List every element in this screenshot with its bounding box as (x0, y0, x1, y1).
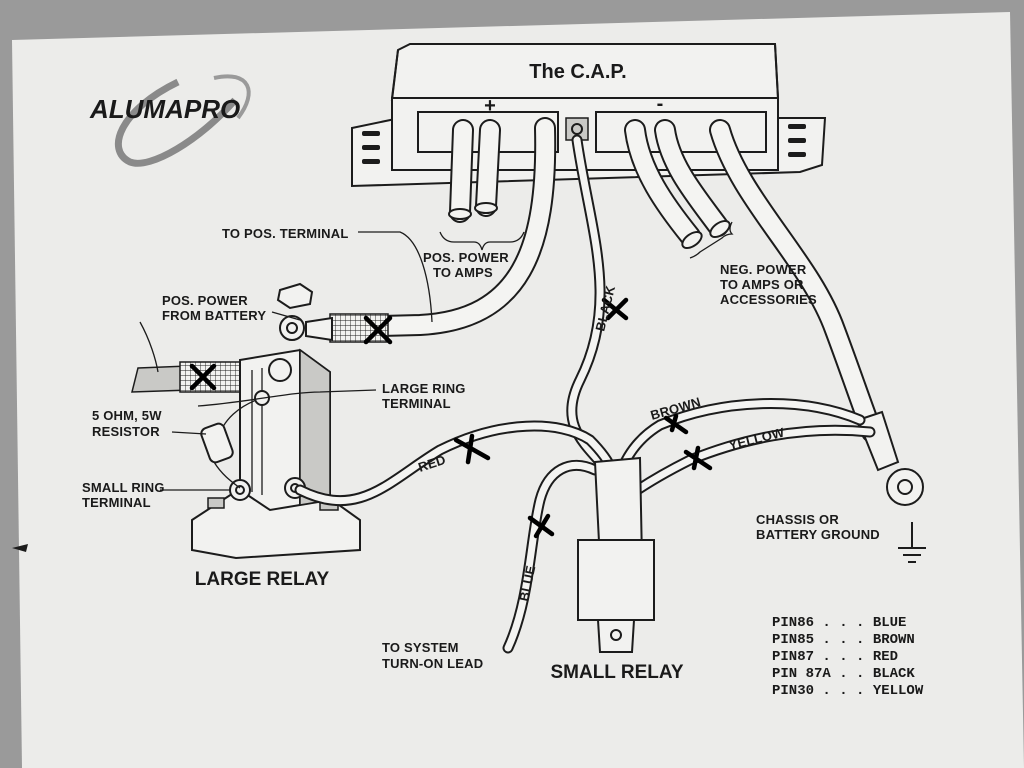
label-large-ring-1: LARGE RING (382, 381, 466, 396)
edge-mark (12, 544, 28, 552)
ground-symbol-icon (898, 522, 926, 563)
label-resistor-1: 5 OHM, 5W (92, 408, 162, 423)
wire-cut-marks (453, 297, 713, 539)
flange-holes (362, 124, 806, 164)
small-relay-label: SMALL RELAY (550, 662, 683, 683)
pos-power-cables (439, 119, 525, 251)
cap-title: The C.A.P. (529, 61, 626, 83)
battery-mesh-sleeve (179, 361, 241, 393)
large-relay-nut (276, 282, 314, 310)
paper-sheet (12, 12, 1024, 768)
small-relay-body (577, 539, 655, 621)
label-neg-power-1: NEG. POWER (720, 262, 807, 277)
label-system-2: TURN-ON LEAD (382, 656, 483, 671)
label-large-ring-2: TERMINAL (382, 396, 451, 411)
cap-unit: The C.A.P. + - (351, 43, 827, 188)
pin-legend-row: PIN86 . . . BLUE (772, 615, 906, 631)
large-relay: LARGE RELAY (191, 282, 361, 590)
cap-plus-sign: + (484, 95, 496, 117)
pin-legend-row: PIN 87A . . BLACK (772, 666, 915, 682)
label-pos-power-amps-2: TO AMPS (433, 265, 493, 280)
label-to-pos-terminal: TO POS. TERMINAL (222, 226, 348, 241)
label-ground-1: CHASSIS OR (756, 512, 839, 527)
wire-label-blue: BLUE (516, 564, 538, 603)
label-pos-battery-2: FROM BATTERY (162, 308, 266, 323)
alumapro-logo: ALUMAPRO (89, 74, 251, 167)
label-small-ring-2: TERMINAL (82, 495, 151, 510)
label-neg-power-3: ACCESSORIES (720, 292, 817, 307)
neg-power-cables (624, 119, 734, 259)
pin-legend-row: PIN85 . . . BROWN (772, 632, 915, 648)
small-relay: SMALL RELAY (550, 456, 684, 683)
pos-terminal-cable (279, 117, 557, 345)
label-system-1: TO SYSTEM (382, 640, 459, 655)
logo-text: ALUMAPRO (89, 94, 240, 124)
label-ground-2: BATTERY GROUND (756, 527, 880, 542)
label-pos-power-amps-1: POS. POWER (423, 250, 509, 265)
cap-minus-sign: - (657, 93, 664, 115)
pin-legend-row: PIN87 . . . RED (772, 649, 898, 665)
pin-legend: PIN86 . . . BLUE PIN85 . . . BROWN PIN87… (772, 615, 924, 699)
relay-wires (294, 134, 876, 654)
cap-neg-socket (595, 111, 767, 153)
label-small-ring-1: SMALL RING (82, 480, 165, 495)
resistor (200, 422, 234, 464)
leader-lines (139, 231, 433, 491)
pin-legend-row: PIN30 . . . YELLOW (772, 683, 924, 699)
label-neg-power-2: TO AMPS OR (720, 277, 804, 292)
label-resistor-2: RESISTOR (92, 424, 160, 439)
label-pos-battery-1: POS. POWER (162, 293, 248, 308)
large-relay-label: LARGE RELAY (195, 569, 330, 590)
